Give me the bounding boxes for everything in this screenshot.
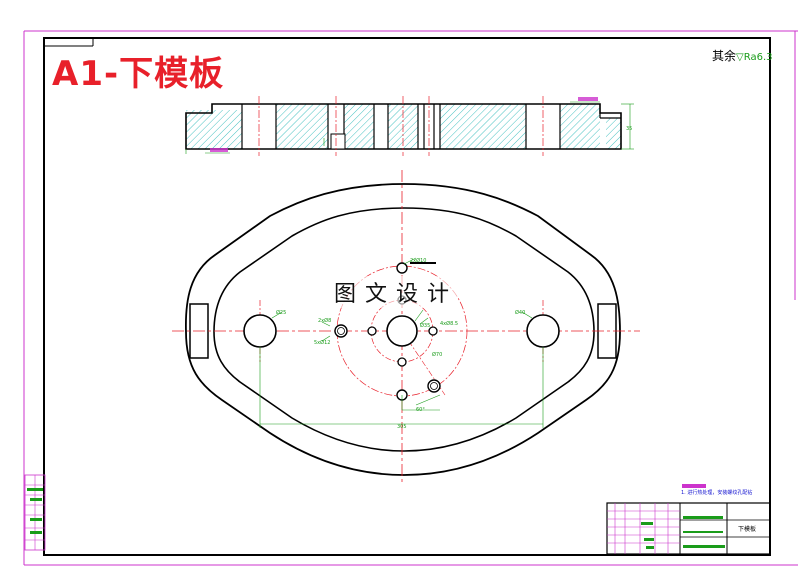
drawing-title: A1-下模板 bbox=[52, 54, 225, 94]
svg-text:Ø70: Ø70 bbox=[432, 351, 442, 358]
watermark-text: 图文设计 bbox=[334, 276, 459, 308]
roughness-value: Ra6.3 bbox=[743, 52, 773, 63]
svg-text:35: 35 bbox=[626, 126, 632, 132]
svg-text:2xØ8: 2xØ8 bbox=[318, 317, 331, 324]
surface-roughness-icon: ▽ bbox=[736, 52, 744, 63]
sheet-boundary bbox=[23, 30, 798, 566]
title-block bbox=[606, 484, 771, 555]
roughness-label: 其余 bbox=[712, 49, 737, 63]
section-view: 35 bbox=[185, 96, 634, 156]
svg-text:4xØ8.5: 4xØ8.5 bbox=[440, 320, 458, 327]
technical-note: 1. 进行热处理，安装螺纹孔配钻 bbox=[681, 490, 753, 496]
svg-text:2xØ10: 2xØ10 bbox=[410, 257, 426, 264]
svg-text:Ø25: Ø25 bbox=[276, 309, 286, 316]
plan-view: 305 Ø25 Ø40 2xØ8 5xØ12 Ø35 4xØ8.5 Ø70 2x… bbox=[172, 170, 640, 484]
svg-text:5xØ12: 5xØ12 bbox=[314, 339, 330, 346]
part-name-cell: 下模板 bbox=[738, 526, 757, 533]
left-margin-table bbox=[24, 474, 46, 551]
roughness-note: 其余▽Ra6.3 bbox=[712, 47, 772, 64]
svg-text:305: 305 bbox=[397, 424, 407, 430]
drawing-frame bbox=[43, 37, 771, 556]
svg-text:Ø40: Ø40 bbox=[515, 309, 525, 316]
svg-text:Ø35: Ø35 bbox=[420, 322, 430, 329]
